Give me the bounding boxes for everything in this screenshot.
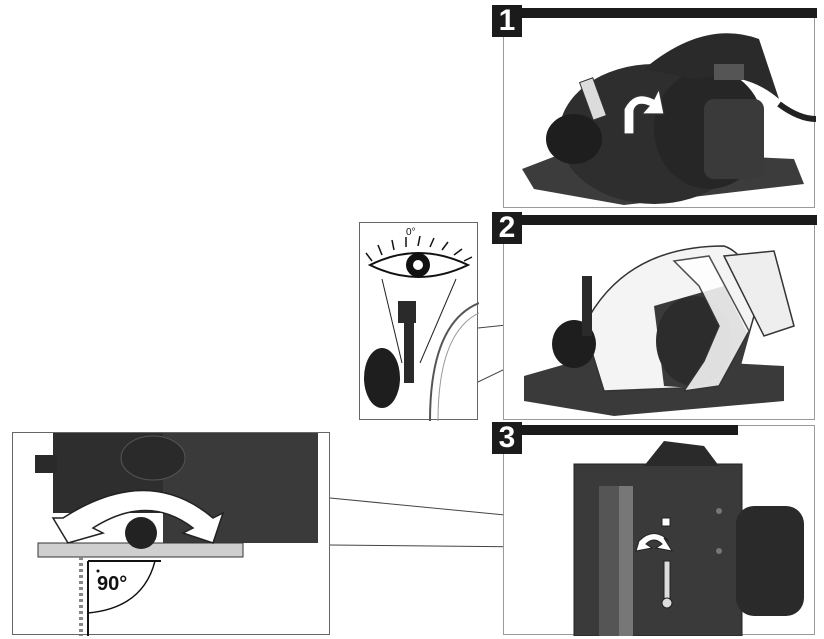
sight-line-left	[381, 278, 403, 364]
saw-illustration-2	[524, 245, 795, 416]
blade-guard-edge	[619, 486, 633, 636]
rotate-arrow-icon	[635, 533, 674, 552]
angle-arc	[87, 560, 156, 614]
front-knob	[364, 348, 400, 408]
step-2-number: 2	[492, 212, 522, 244]
blade-slot	[599, 486, 619, 636]
lift-arrow-icon	[623, 87, 665, 135]
step-1-bar	[503, 8, 817, 18]
lever-stem	[404, 323, 414, 383]
blade-arc	[429, 302, 479, 421]
lock-knob-stem	[663, 560, 671, 600]
eye-inset: 0°	[359, 222, 479, 421]
bevel-lever	[578, 77, 608, 121]
bevel-detail-panel: 90°	[12, 432, 330, 636]
motor-cap	[704, 99, 764, 179]
side-tab	[35, 455, 57, 473]
motor-housing	[163, 433, 318, 543]
handle	[644, 33, 779, 99]
step-2-panel: 2	[492, 212, 817, 420]
step-1-panel: 1	[492, 5, 817, 208]
bevel-illustration	[35, 433, 318, 636]
handle	[644, 441, 719, 466]
lever-top	[398, 301, 416, 323]
angle-label-90: 90°	[97, 573, 128, 595]
saw-illustration-1	[522, 33, 816, 205]
trigger-label	[714, 64, 744, 80]
right-angle-dot	[96, 569, 100, 573]
angle-label-0: 0°	[406, 227, 416, 238]
eyelashes	[365, 235, 473, 262]
step-3-panel: 3	[492, 422, 815, 636]
lock-knob-top	[661, 517, 671, 527]
rivet	[716, 508, 722, 514]
bevel-knob	[120, 435, 186, 481]
front-knob	[546, 114, 602, 164]
bevel-rotate-arrow-icon	[51, 489, 225, 544]
step-2-bar	[503, 215, 817, 225]
rotate-arrow-icon	[672, 255, 750, 392]
sight-line-right	[419, 278, 457, 364]
saw-illustration-3	[573, 441, 804, 636]
rivet	[716, 548, 722, 554]
step-1-number: 1	[492, 5, 522, 37]
iris-highlight	[413, 260, 423, 270]
eye-illustration	[364, 235, 479, 421]
pivot-knob	[125, 517, 157, 549]
step-3-bar	[503, 425, 738, 435]
bevel-lever	[582, 276, 592, 336]
blade-arc-inner	[437, 312, 479, 421]
step-3-number: 3	[492, 422, 522, 454]
power-cord	[777, 101, 816, 122]
motor-housing	[736, 506, 804, 616]
lock-knob-end	[661, 597, 673, 609]
handle	[722, 250, 795, 337]
